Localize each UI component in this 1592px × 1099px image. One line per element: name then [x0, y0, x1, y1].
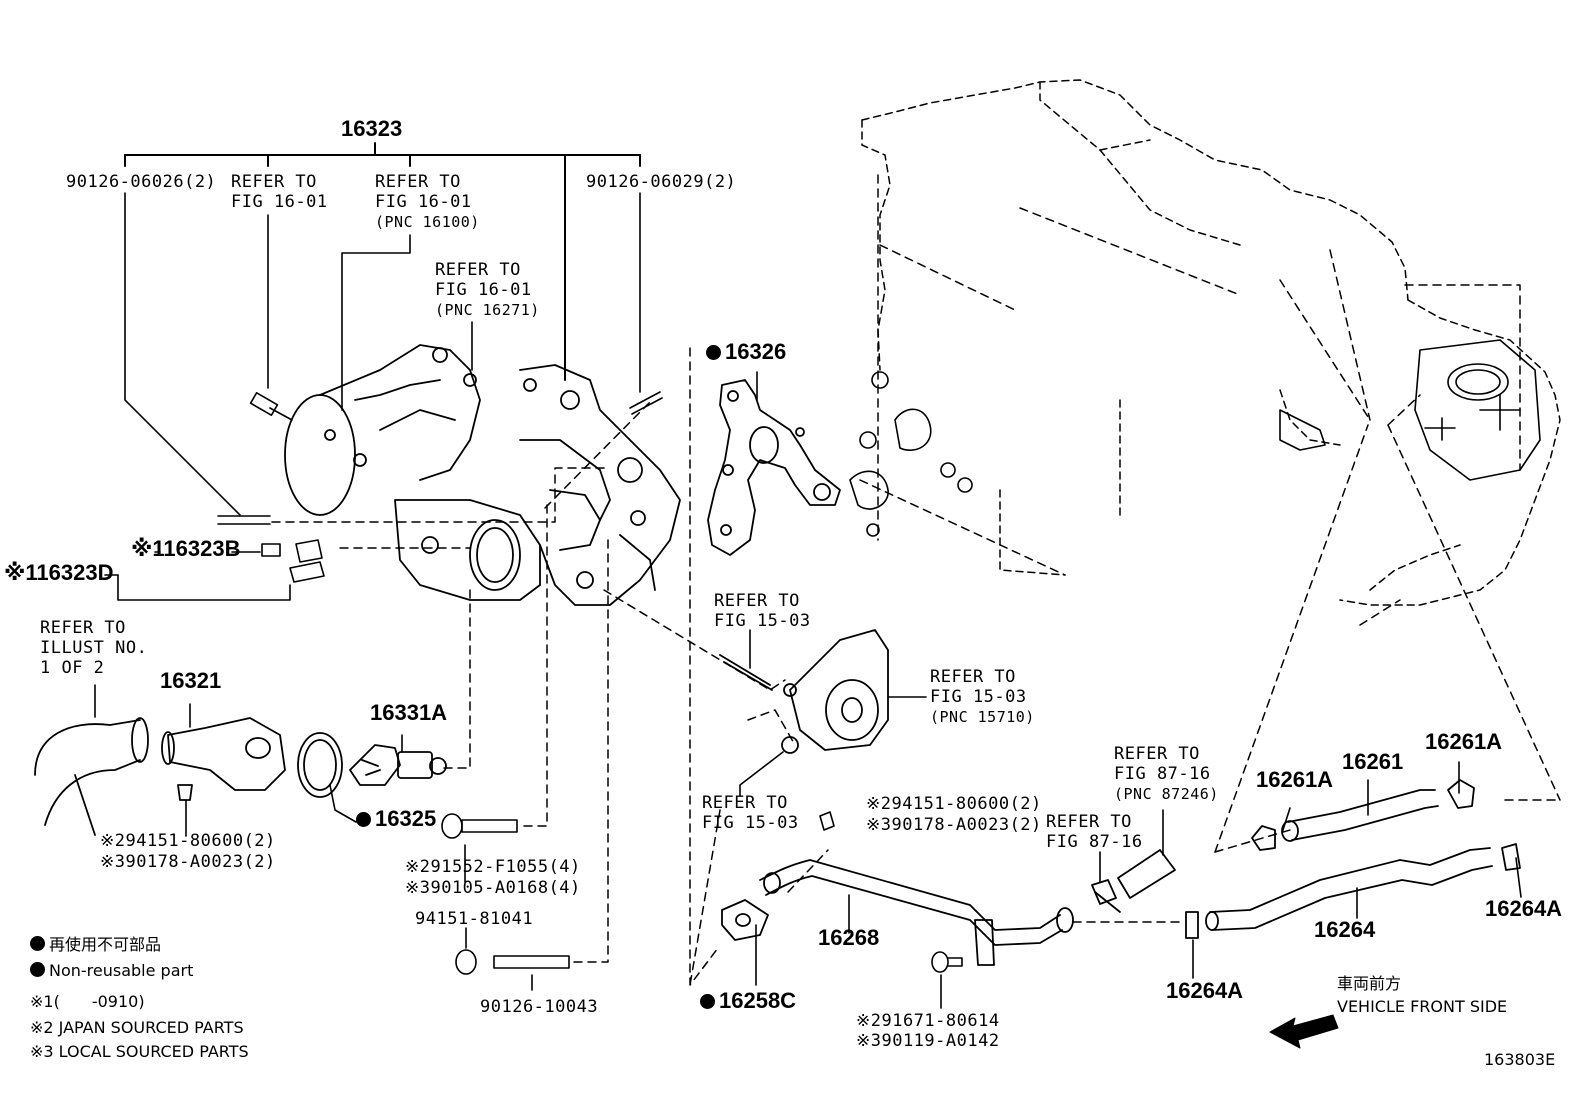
- hose-16261: [1251, 779, 1475, 851]
- legend-non-reusable-en: Non-reusable part: [30, 961, 193, 981]
- part-16331A: 16331A: [370, 700, 448, 725]
- part-16268: 16268: [818, 925, 880, 950]
- part-16261A-right: 16261A: [1425, 729, 1503, 754]
- refer-line-2: FIG 16-01: [375, 192, 472, 212]
- hose-16264: [1185, 843, 1521, 939]
- dashed-lines: [271, 174, 1561, 986]
- pipe-16268: [721, 859, 1074, 966]
- part-16325: 16325: [356, 806, 437, 831]
- refer-line-1: REFER TO: [702, 793, 788, 813]
- legend-note-3: ※3 LOCAL SOURCED PARTS: [30, 1042, 249, 1061]
- part-16264A-right: 16264A: [1485, 896, 1563, 921]
- part-16321: 16321: [160, 668, 222, 693]
- refer-fig-15-03-c: REFER TO FIG 15-03: [702, 793, 799, 833]
- bracket-16323: [124, 142, 641, 381]
- refer-line-2: FIG 87-16: [1046, 832, 1143, 852]
- code-90126-10043: 90126-10043: [480, 997, 599, 1017]
- part-16323: 16323: [341, 116, 403, 141]
- part-16258C: 16258C: [700, 988, 797, 1013]
- refer-line-2: FIG 87-16: [1114, 764, 1211, 784]
- code-90126-06026: 90126-06026(2): [66, 172, 217, 192]
- hose-87246: [1091, 849, 1176, 913]
- code-90126-06029: 90126-06029(2): [586, 172, 737, 192]
- refer-line-3: 1 OF 2: [40, 658, 105, 678]
- refer-line-1: REFER TO: [930, 667, 1016, 687]
- refer-line-2: ILLUST NO.: [40, 638, 148, 658]
- part-16326-number: 16326: [725, 339, 787, 364]
- part-16258C-number: 16258C: [719, 988, 797, 1013]
- non-reusable-dot-icon: [356, 812, 371, 827]
- part-16323D: ※116323D: [4, 560, 114, 585]
- refer-line-1: REFER TO: [435, 260, 521, 280]
- code-91552-F1055: ※291552-F1055(4): [405, 857, 581, 877]
- part-16261A-left: 16261A: [1256, 767, 1334, 792]
- code-90105-A0168: ※390105-A0168(4): [405, 878, 581, 898]
- refer-line-2: FIG 15-03: [930, 687, 1027, 707]
- part-16326: 16326: [706, 339, 787, 364]
- part-16264A-bottom: 16264A: [1166, 978, 1244, 1003]
- part-16325-number: 16325: [375, 806, 437, 831]
- thermostat-and-gasket: [297, 732, 447, 798]
- direction-jp: 車両前方: [1337, 974, 1402, 993]
- non-reusable-dot-icon: [30, 962, 45, 977]
- refer-fig-15-03-a: REFER TO FIG 15-03: [714, 591, 811, 631]
- refer-line-1: REFER TO: [714, 591, 800, 611]
- code-91671-80614: ※291671-80614: [856, 1011, 1000, 1031]
- refer-pnc: (PNC 87246): [1114, 785, 1219, 803]
- refer-line-1: REFER TO: [1114, 744, 1200, 764]
- refer-line-2: FIG 16-01: [231, 192, 328, 212]
- part-16261: 16261: [1342, 749, 1404, 774]
- non-reusable-dot-icon: [30, 936, 45, 951]
- engine-block-details: [849, 339, 1541, 537]
- water-outlet-16321: [34, 717, 286, 836]
- refer-line-1: REFER TO: [1046, 812, 1132, 832]
- cover-15710: [719, 629, 889, 754]
- refer-line-2: FIG 16-01: [435, 280, 532, 300]
- refer-fig-16-01-a: REFER TO FIG 16-01: [231, 172, 328, 212]
- refer-fig-16-01-c: REFER TO FIG 16-01 (PNC 16271): [435, 260, 540, 320]
- code-90178-A0023-b: ※390178-A0023(2): [866, 815, 1042, 835]
- pump-bolts: [217, 391, 663, 583]
- engine-block-outline: [861, 79, 1561, 606]
- gasket-16326: [707, 379, 841, 556]
- refer-illust-1-of-2: REFER TO ILLUST NO. 1 OF 2: [40, 618, 147, 678]
- refer-fig-87-16-b: REFER TO FIG 87-16: [1046, 812, 1143, 852]
- refer-fig-15-03-b: REFER TO FIG 15-03 (PNC 15710): [930, 667, 1035, 727]
- refer-line-2: FIG 15-03: [714, 611, 811, 631]
- code-90119-A0142: ※390119-A0142: [856, 1031, 1000, 1051]
- legend-note-2: ※2 JAPAN SOURCED PARTS: [30, 1018, 244, 1037]
- refer-line-1: REFER TO: [375, 172, 461, 192]
- non-reusable-dot-icon: [706, 345, 721, 360]
- bolts-lower: [441, 811, 963, 975]
- part-16264: 16264: [1314, 917, 1376, 942]
- refer-line-1: REFER TO: [40, 618, 126, 638]
- code-94151-81041: 94151-81041: [415, 909, 534, 929]
- legend-non-reusable-jp: 再使用不可部品: [30, 935, 161, 955]
- part-16323B: ※116323B: [131, 536, 241, 561]
- figure-id: 163803E: [1484, 1050, 1556, 1069]
- refer-fig-87-16-a: REFER TO FIG 87-16 (PNC 87246): [1114, 744, 1219, 804]
- refer-pnc: (PNC 16271): [435, 301, 540, 319]
- legend-note-1: ※1( -0910): [30, 992, 145, 1011]
- refer-pnc: (PNC 15710): [930, 708, 1035, 726]
- water-pump-assembly: [284, 344, 681, 606]
- direction-en: VEHICLE FRONT SIDE: [1337, 997, 1508, 1016]
- refer-pnc: (PNC 16100): [375, 213, 480, 231]
- refer-fig-16-01-b: REFER TO FIG 16-01 (PNC 16100): [375, 172, 480, 232]
- code-94151-80600-a: ※294151-80600(2): [100, 831, 276, 851]
- refer-line-2: FIG 15-03: [702, 813, 799, 833]
- non-reusable-dot-icon: [700, 994, 715, 1009]
- legend-en-text: Non-reusable part: [49, 961, 194, 980]
- front-arrow-icon: [1269, 1014, 1339, 1049]
- code-94151-80600-b: ※294151-80600(2): [866, 794, 1042, 814]
- refer-line-1: REFER TO: [231, 172, 317, 192]
- code-90178-A0023-a: ※390178-A0023(2): [100, 852, 276, 872]
- legend-jp-text: 再使用不可部品: [49, 935, 162, 954]
